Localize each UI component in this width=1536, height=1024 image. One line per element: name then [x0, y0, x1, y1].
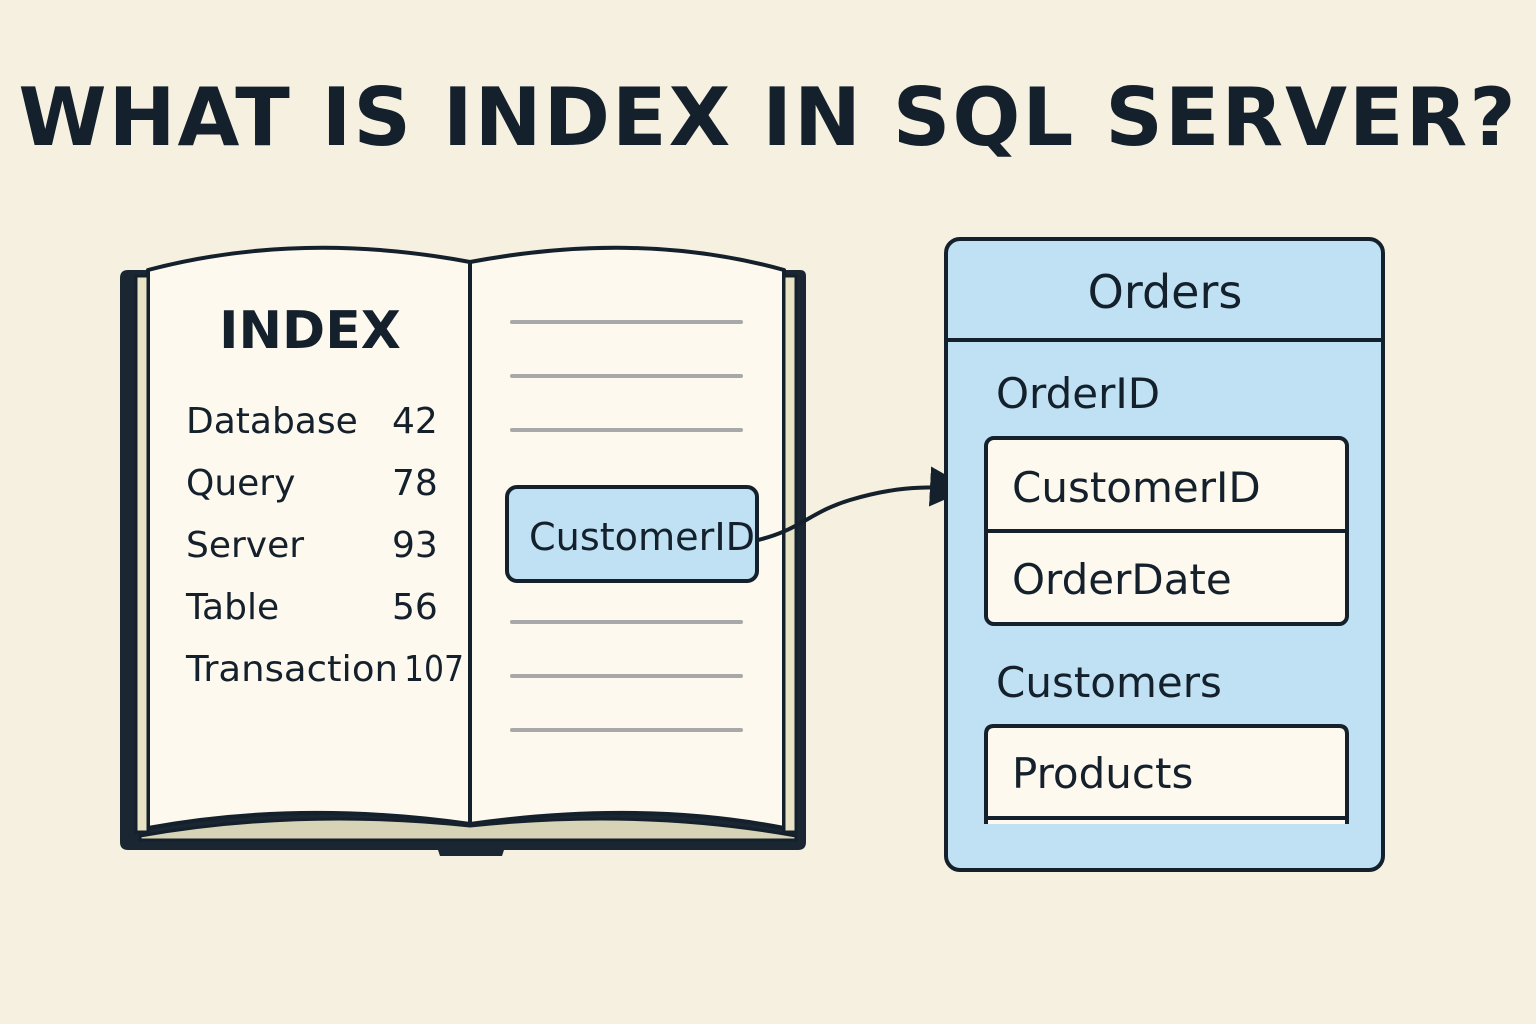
- left-page-edge: [134, 274, 150, 834]
- index-term: Table: [185, 587, 279, 628]
- field-products: Products: [1012, 749, 1193, 798]
- right-page-edge: [782, 274, 798, 834]
- column-label: Customers: [996, 658, 1222, 707]
- pointer-arrow: [756, 466, 970, 542]
- highlight-box: [505, 485, 759, 583]
- index-page: 78: [392, 463, 438, 504]
- index-page: 93: [392, 525, 438, 566]
- products-box: [984, 724, 1349, 824]
- page-edges: [138, 817, 798, 842]
- page-text-lines: [510, 320, 743, 732]
- index-page: 42: [392, 401, 438, 442]
- index-term: Transaction: [185, 649, 398, 690]
- index-page: 107: [404, 649, 464, 690]
- orders-table: Orders OrderID CustomerID OrderDate Cust…: [944, 237, 1385, 872]
- table-name: Orders: [1088, 265, 1243, 319]
- field-customerid: CustomerID: [1012, 463, 1261, 512]
- index-heading: INDEX: [219, 301, 401, 361]
- index-page: 56: [392, 587, 438, 628]
- page-title: WHAT IS INDEX IN SQL SERVER?: [18, 71, 1518, 164]
- field-orderdate: OrderDate: [1012, 555, 1232, 604]
- book-illustration: INDEX Database 42 Query 78 Server 93 Tab…: [120, 245, 806, 856]
- index-term: Database: [186, 401, 358, 442]
- index-term: Server: [186, 525, 304, 566]
- column-label: OrderID: [996, 369, 1160, 418]
- highlight-label: CustomerID: [529, 515, 755, 559]
- index-term: Query: [186, 463, 295, 504]
